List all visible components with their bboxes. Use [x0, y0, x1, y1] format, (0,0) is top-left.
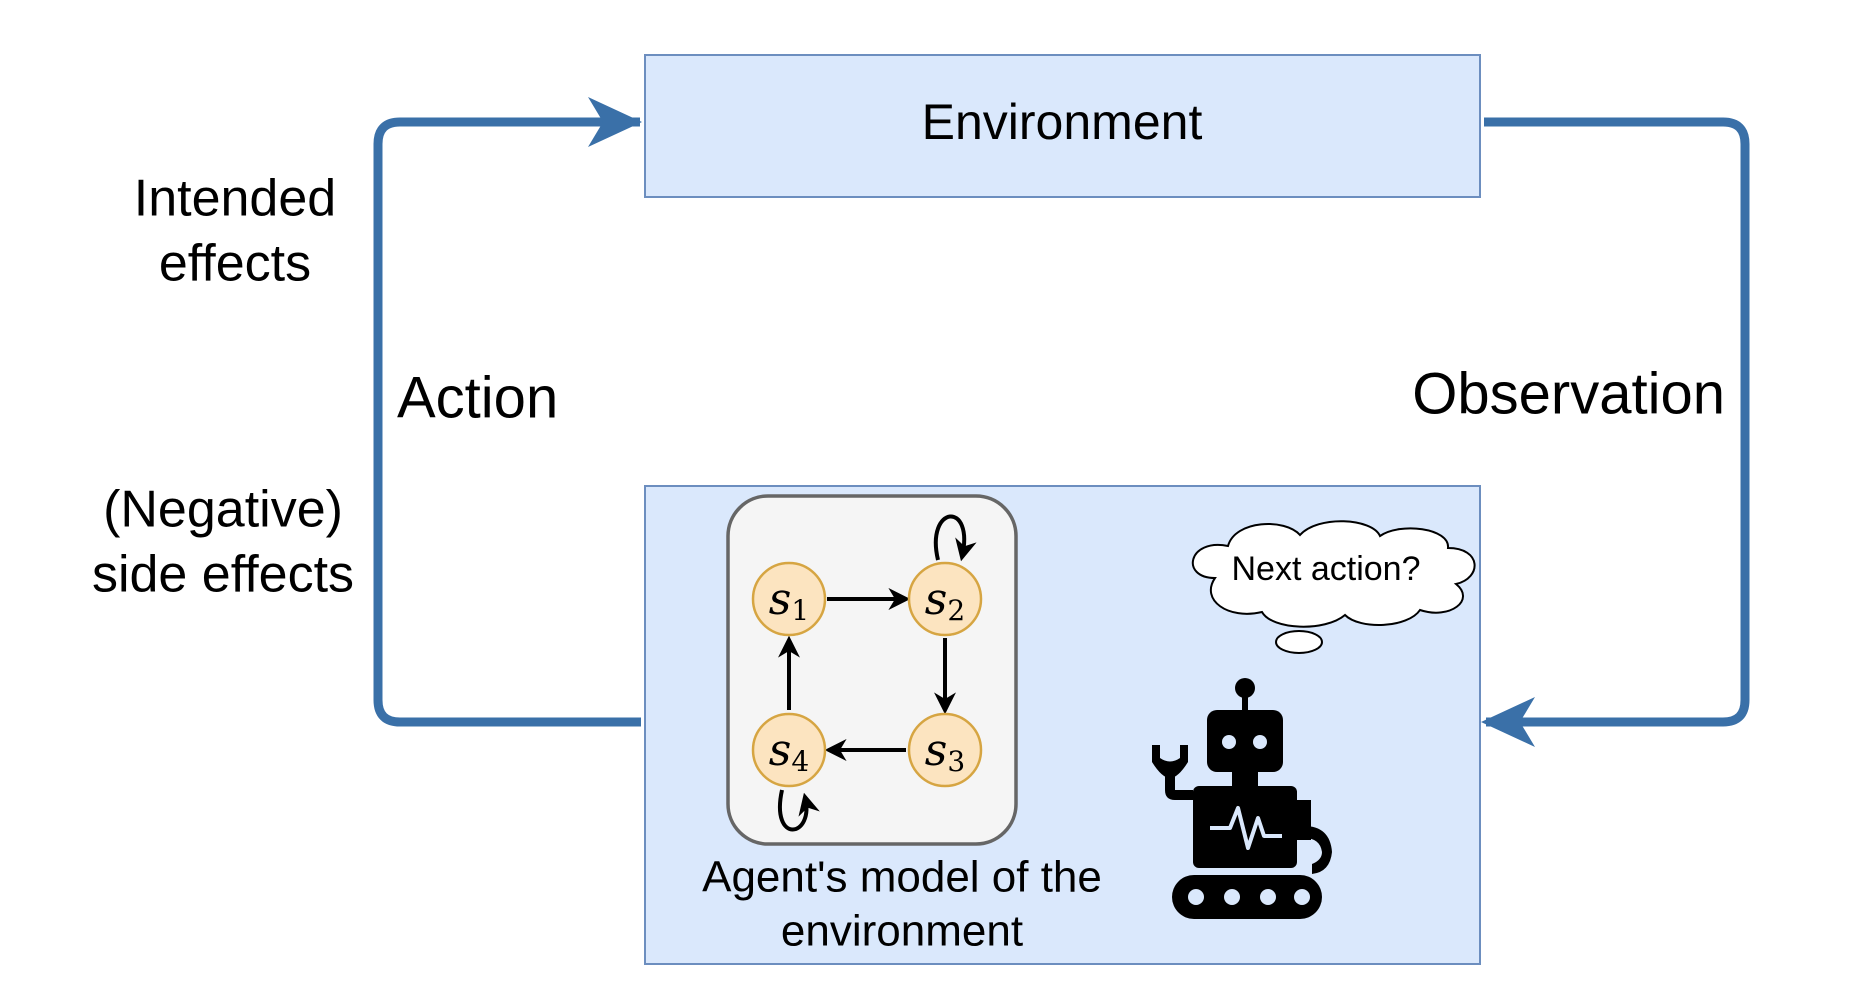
- thought-cloud: Next action?: [1191, 520, 1476, 654]
- action-arrowhead: [588, 97, 642, 147]
- state-s2: s2: [907, 561, 983, 637]
- state-s3-circle: [907, 712, 983, 788]
- cloud-icon: [1191, 520, 1476, 628]
- state-s4-circle: [751, 712, 827, 788]
- action-label: Action: [397, 365, 558, 430]
- environment-label: Environment: [922, 94, 1203, 150]
- action-arrow: [373, 117, 641, 727]
- agent-model-box: [726, 494, 1018, 846]
- state-s2-circle: [907, 561, 983, 637]
- environment-box: [644, 54, 1481, 198]
- observation-arrowhead: [1481, 697, 1535, 747]
- state-s4-label: s4: [769, 725, 809, 778]
- state-s1-label: s1: [769, 574, 809, 627]
- model-caption-line1: Agent's model of the: [702, 853, 1102, 902]
- side-effects-line2: side effects: [92, 546, 354, 604]
- observation-arrow: [1484, 117, 1750, 727]
- side-effects-line1: (Negative): [103, 481, 343, 539]
- observation-label: Observation: [1412, 361, 1725, 426]
- state-s1-circle: [751, 561, 827, 637]
- robot-icon: [1152, 678, 1332, 919]
- thought-text: Next action?: [1232, 550, 1421, 588]
- intended-effects-line2: effects: [159, 235, 311, 293]
- model-caption-line2: environment: [781, 907, 1023, 956]
- intended-effects-line1: Intended: [134, 170, 336, 228]
- state-s1: s1: [751, 561, 827, 637]
- thought-bubble-dot: [1275, 630, 1323, 654]
- self-loop-s4: [778, 789, 820, 832]
- state-s3: s3: [907, 712, 983, 788]
- self-loop-s2: [934, 514, 977, 562]
- state-s4: s4: [751, 712, 827, 788]
- state-s3-label: s3: [925, 725, 965, 778]
- state-s2-label: s2: [925, 574, 965, 627]
